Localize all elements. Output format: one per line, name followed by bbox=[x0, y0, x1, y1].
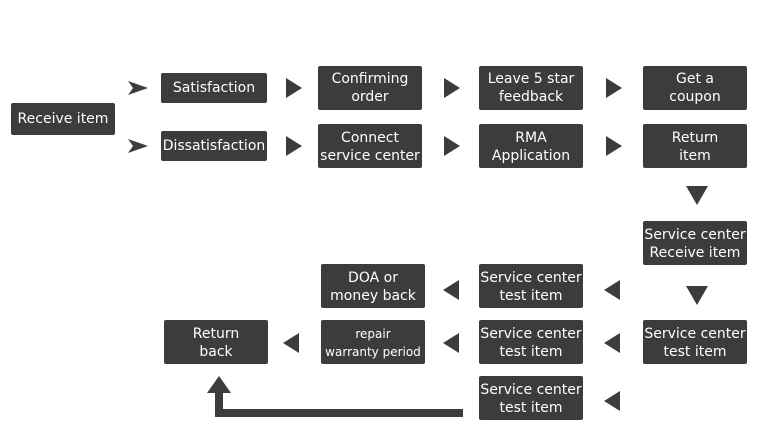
test-item-d-line-2: test item bbox=[500, 400, 563, 416]
svg-text:feedback: feedback bbox=[499, 89, 564, 105]
get-coupon-node: Get a coupon bbox=[643, 66, 747, 110]
svg-text:Service center: Service center bbox=[480, 326, 581, 342]
get-coupon-line-1: Get a bbox=[676, 71, 714, 87]
service-receive-line-1: Service center bbox=[644, 227, 745, 243]
arrow-left-icon bbox=[283, 333, 299, 353]
return-back-node: Return back bbox=[164, 320, 268, 364]
svg-text:test item: test item bbox=[500, 288, 563, 304]
svg-text:Return: Return bbox=[672, 130, 718, 146]
svg-text:Connect: Connect bbox=[341, 130, 399, 146]
rma-application-node: RMA Application bbox=[479, 124, 583, 168]
arrow-left-icon bbox=[443, 280, 459, 300]
test-item-a-line-2: test item bbox=[500, 288, 563, 304]
svg-text:Receive item: Receive item bbox=[650, 245, 741, 261]
leave-feedback-line-1: Leave 5 star bbox=[488, 71, 575, 87]
test-item-b-line-2: test item bbox=[500, 344, 563, 360]
test-item-a-line-1: Service center bbox=[480, 270, 581, 286]
svg-text:Service center: Service center bbox=[480, 270, 581, 286]
get-coupon-line-2: coupon bbox=[669, 89, 720, 105]
service-center-test-node-upper: Service center test item bbox=[479, 264, 583, 308]
svg-text:item: item bbox=[679, 148, 711, 164]
return-item-line-2: item bbox=[679, 148, 711, 164]
svg-text:DOA or: DOA or bbox=[348, 270, 398, 286]
arrow-right-icon bbox=[606, 78, 622, 98]
svg-text:Get a: Get a bbox=[676, 71, 714, 87]
svg-text:Leave 5 star: Leave 5 star bbox=[488, 71, 575, 87]
return-item-line-1: Return bbox=[672, 130, 718, 146]
return-back-line-2: back bbox=[199, 344, 233, 360]
test-item-c-line-2: test item bbox=[664, 344, 727, 360]
svg-text:test item: test item bbox=[500, 344, 563, 360]
connect-service-line-1: Connect bbox=[341, 130, 399, 146]
doa-line-2: money back bbox=[330, 288, 417, 304]
return-back-connector bbox=[207, 376, 463, 417]
svg-text:test item: test item bbox=[500, 400, 563, 416]
svg-text:test item: test item bbox=[664, 344, 727, 360]
arrow-left-icon bbox=[604, 391, 620, 411]
test-item-c-line-1: Service center bbox=[644, 326, 745, 342]
svg-text:order: order bbox=[351, 89, 389, 105]
service-center-test-node-right: Service center test item bbox=[643, 320, 747, 364]
svg-text:repair: repair bbox=[355, 327, 390, 341]
service-receive-line-2: Receive item bbox=[650, 245, 741, 261]
arrow-left-icon bbox=[604, 280, 620, 300]
repair-line-2: warranty period bbox=[325, 345, 421, 359]
leave-feedback-line-2: feedback bbox=[499, 89, 564, 105]
arrow-right-icon bbox=[128, 139, 148, 153]
return-item-node: Return item bbox=[643, 124, 747, 168]
satisfaction-node: Satisfaction bbox=[161, 73, 267, 103]
svg-text:Satisfaction: Satisfaction bbox=[173, 80, 255, 96]
arrow-right-icon bbox=[606, 136, 622, 156]
svg-text:Service center: Service center bbox=[644, 326, 745, 342]
connect-service-line-2: service center bbox=[320, 148, 420, 164]
arrow-up-icon bbox=[207, 376, 231, 393]
leave-feedback-node: Leave 5 star feedback bbox=[479, 66, 583, 110]
arrow-left-icon bbox=[443, 333, 459, 353]
svg-text:service center: service center bbox=[320, 148, 420, 164]
satisfaction-line-1: Satisfaction bbox=[173, 80, 255, 96]
repair-warranty-node: repair warranty period bbox=[321, 320, 425, 364]
rma-application-line-2: Application bbox=[492, 148, 570, 164]
svg-text:Service center: Service center bbox=[644, 227, 745, 243]
svg-text:Confirming: Confirming bbox=[332, 71, 409, 87]
dissatisfaction-line-1: Dissatisfaction bbox=[163, 138, 266, 154]
svg-text:money back: money back bbox=[330, 288, 417, 304]
svg-text:Service center: Service center bbox=[480, 382, 581, 398]
svg-text:warranty period: warranty period bbox=[325, 345, 421, 359]
arrow-right-icon bbox=[286, 78, 302, 98]
test-item-d-line-1: Service center bbox=[480, 382, 581, 398]
receive-item-line-1: Receive item bbox=[18, 111, 109, 127]
dissatisfaction-node: Dissatisfaction bbox=[161, 131, 267, 161]
svg-text:Receive item: Receive item bbox=[18, 111, 109, 127]
arrow-right-icon bbox=[444, 78, 460, 98]
arrow-right-icon bbox=[286, 136, 302, 156]
repair-line-1: repair bbox=[355, 327, 390, 341]
arrow-down-icon bbox=[686, 186, 708, 205]
confirming-order-line-1: Confirming bbox=[332, 71, 409, 87]
confirming-order-node: Confirming order bbox=[318, 66, 422, 110]
return-back-line-1: Return bbox=[193, 326, 239, 342]
arrow-right-icon bbox=[128, 81, 148, 95]
svg-text:coupon: coupon bbox=[669, 89, 720, 105]
svg-text:Application: Application bbox=[492, 148, 570, 164]
arrow-right-icon bbox=[444, 136, 460, 156]
test-item-b-line-1: Service center bbox=[480, 326, 581, 342]
svg-text:back: back bbox=[199, 344, 233, 360]
svg-text:Dissatisfaction: Dissatisfaction bbox=[163, 138, 266, 154]
service-center-test-node-middle: Service center test item bbox=[479, 320, 583, 364]
arrow-down-icon bbox=[686, 286, 708, 305]
svg-text:RMA: RMA bbox=[515, 130, 547, 146]
connect-service-center-node: Connect service center bbox=[318, 124, 422, 168]
svg-text:Return: Return bbox=[193, 326, 239, 342]
doa-line-1: DOA or bbox=[348, 270, 398, 286]
doa-money-back-node: DOA or money back bbox=[321, 264, 425, 308]
rma-application-line-1: RMA bbox=[515, 130, 547, 146]
confirming-order-line-2: order bbox=[351, 89, 389, 105]
service-center-receive-node: Service center Receive item bbox=[643, 221, 747, 265]
arrow-left-icon bbox=[604, 333, 620, 353]
receive-item-node: Receive item bbox=[11, 103, 115, 135]
service-center-test-node-bottom: Service center test item bbox=[479, 376, 583, 420]
